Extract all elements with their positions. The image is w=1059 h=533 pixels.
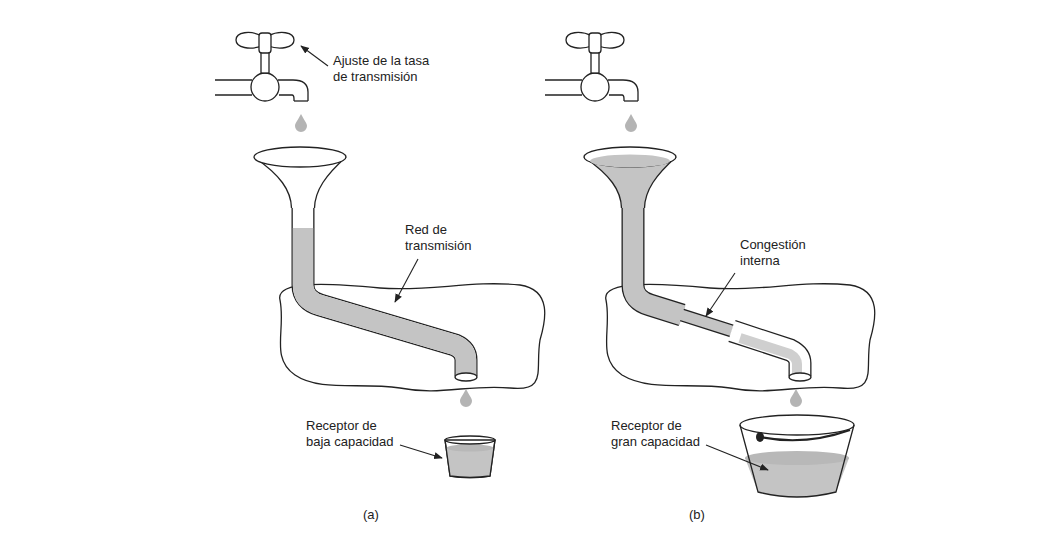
water-drop: [460, 389, 472, 407]
receiver-label: Receptor de gran capacidad: [611, 418, 705, 450]
funnel: [254, 147, 346, 208]
pipe-outlet: [455, 373, 477, 381]
faucet: [215, 33, 308, 101]
water-drop: [295, 114, 307, 132]
panel-label: (a): [363, 507, 393, 523]
pipe-outlet: [789, 373, 811, 381]
panel-label: (b): [689, 507, 719, 523]
water-drop: [625, 114, 637, 132]
large-bucket: [740, 415, 854, 497]
rate-control-label: Ajuste de la tasa de transmisión: [333, 53, 439, 85]
leader-line: [301, 46, 768, 470]
receiver-label: Receptor de baja capacidad: [306, 418, 400, 450]
funnel: [584, 147, 676, 208]
faucet: [545, 33, 638, 101]
pipe: [633, 205, 800, 376]
small-cup: [445, 436, 495, 478]
network-label: Red de transmisión: [405, 222, 481, 254]
water-drop: [790, 389, 802, 407]
congestion-label: Congestión interna: [740, 237, 822, 269]
